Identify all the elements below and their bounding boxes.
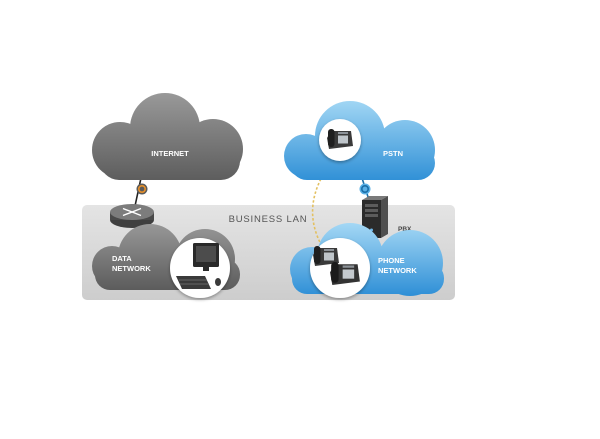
data-network-label-line1: DATA [112, 254, 132, 263]
desk-phone-icon [330, 262, 360, 285]
desk-phone-icon [313, 246, 339, 266]
link-icon [359, 183, 371, 195]
pbx-label: PBX [398, 226, 412, 233]
router-icon [110, 204, 154, 228]
internet-cloud [92, 93, 243, 180]
link-icon [136, 183, 148, 195]
computer-icon [176, 243, 221, 289]
internet-label: INTERNET [151, 149, 189, 158]
pstn-label: PSTN [383, 149, 403, 158]
phone-network-label-line2: NETWORK [378, 266, 417, 275]
desk-phone-icon [327, 129, 353, 149]
business-lan-label: BUSINESS LAN [229, 214, 308, 225]
phone-network-label-line1: PHONE [378, 256, 405, 265]
data-network-label-line2: NETWORK [112, 264, 151, 273]
